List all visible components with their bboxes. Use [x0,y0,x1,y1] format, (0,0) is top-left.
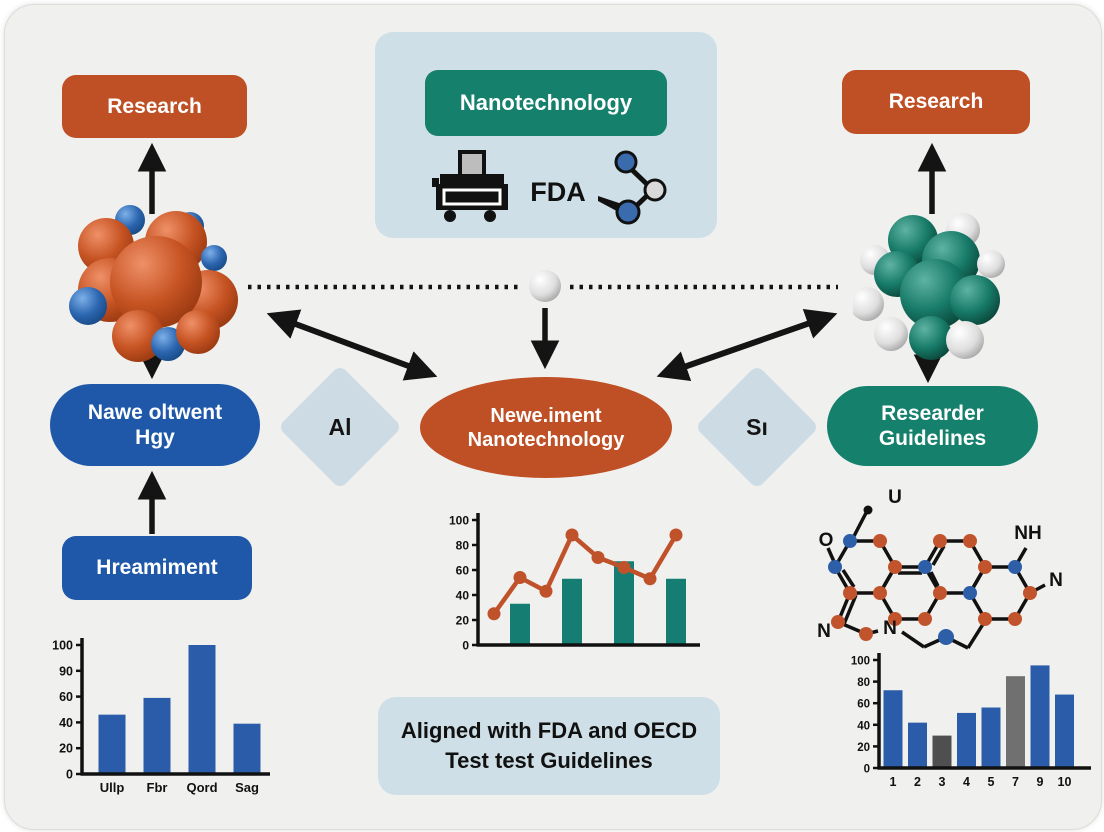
chem-label-n-right: N [1049,570,1063,591]
bar-chart-right: 100 80 60 40 20 0 1 2 3 4 5 7 9 10 [851,653,1091,789]
node-research-right: Research [842,70,1030,134]
node-research-left: Research [62,75,247,138]
svg-text:4: 4 [963,775,970,789]
svg-text:100: 100 [851,656,870,668]
svg-text:80: 80 [857,677,870,689]
molecule-bond-icon [598,150,667,225]
svg-text:60: 60 [456,564,470,578]
svg-text:3: 3 [939,775,946,789]
chem-label-nh: NH [1014,523,1042,544]
node-center-ellipse-line2: Nanotechnology [467,428,625,451]
arrow-double-right [656,308,838,382]
svg-text:10: 10 [1058,775,1072,789]
svg-text:1: 1 [890,775,897,789]
svg-text:40: 40 [456,589,470,603]
combo-chart-center: 100 80 60 40 20 0 [449,513,700,653]
lab-instrument-icon [432,150,508,222]
svg-text:20: 20 [456,614,470,628]
node-right-pill: Researder Guidelines [827,386,1038,466]
node-nanotechnology-label: Nanotechnology [459,89,633,115]
svg-text:100: 100 [449,514,469,528]
compliance-banner-line1: Aligned with FDA and OECD [400,718,698,744]
svg-text:2: 2 [914,775,921,789]
arrow-double-left [266,309,438,381]
svg-text:20: 20 [59,742,73,756]
node-left-pill-line2: Hgy [135,426,175,449]
svg-text:0: 0 [462,639,469,653]
svg-text:40: 40 [857,720,870,732]
svg-text:100: 100 [52,639,73,653]
svg-text:60: 60 [59,690,73,704]
chem-label-o: O [818,530,834,551]
nanoparticle-cluster-orange [69,205,238,362]
svg-text:60: 60 [857,699,870,711]
compliance-banner: Aligned with FDA and OECD Test test Guid… [378,697,720,795]
compliance-banner-line2: Test test Guidelines [445,748,653,773]
svg-text:9: 9 [1037,775,1044,789]
svg-text:80: 80 [456,539,470,553]
node-research-left-label: Research [107,94,202,118]
node-treatment: Hreamiment [62,536,252,600]
node-center-ellipse: Newe.iment Nanotechnology [420,377,672,478]
node-research-right-label: Research [888,90,984,114]
svg-text:0: 0 [66,768,73,782]
svg-text:20: 20 [857,742,870,754]
svg-text:Sag: Sag [235,780,259,795]
node-center-ellipse-line1: Newe.iment [490,404,602,427]
node-left-pill: Nawe oltwent Hgy [50,384,260,466]
node-right-pill-line1: Researder [881,401,984,425]
chem-label-n-bottom-left: N [817,621,831,642]
diamond-left-label: Al [328,413,352,440]
svg-text:5: 5 [988,775,995,789]
nanoparticle-cluster-teal [853,213,1005,360]
svg-text:Ullp: Ullp [100,780,125,795]
svg-text:Qord: Qord [186,780,217,795]
node-left-pill-line1: Nawe oltwent [87,400,223,424]
node-nanotechnology: Nanotechnology [425,70,667,136]
chemical-structure [826,505,1046,650]
fda-label: FDA [530,176,586,207]
node-treatment-label: Hreamiment [96,556,218,580]
svg-text:7: 7 [1012,775,1019,789]
node-right-pill-line2: Guidelines [878,427,987,450]
chem-label-u: U [888,487,902,508]
svg-text:40: 40 [59,716,73,730]
svg-text:90: 90 [59,664,73,678]
center-sphere [529,270,561,302]
diamond-right-label: Sı [746,413,768,440]
svg-text:0: 0 [864,764,870,776]
svg-text:Fbr: Fbr [147,780,168,795]
chem-label-n-bottom-mid: N [883,618,897,639]
